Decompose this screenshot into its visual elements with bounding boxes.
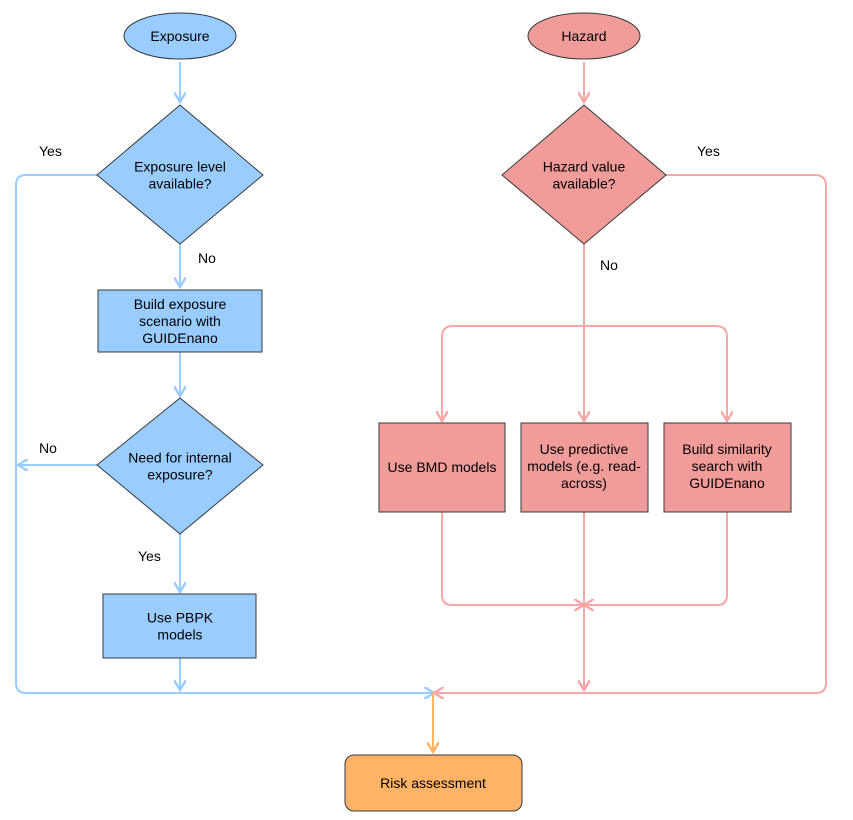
- label-line: available?: [552, 176, 615, 192]
- edge-label-exposure-no: No: [198, 250, 216, 266]
- label-line: Build similarity: [682, 441, 771, 457]
- label-line: Risk assessment: [380, 775, 486, 791]
- label-line: GUIDEnano: [142, 330, 218, 346]
- exposure-ellipse: [123, 12, 237, 60]
- label-line: models (e.g. read-: [527, 458, 641, 474]
- label-line: Exposure level: [134, 159, 226, 175]
- bmd-box: [378, 422, 506, 513]
- label-line: scenario with: [139, 313, 221, 329]
- label-line: Use predictive: [540, 441, 629, 457]
- hazard-label: Hazard: [561, 28, 606, 44]
- edge-level-yes-to-risk: [15, 174, 434, 693]
- label-line: GUIDEnano: [689, 475, 765, 491]
- edge-similarity-to-merge: [584, 512, 728, 605]
- edge-split-to-bmd: [442, 325, 584, 421]
- hazard-ellipse: [527, 12, 641, 60]
- label-line: Use BMD models: [388, 459, 497, 475]
- label-line: models: [157, 627, 202, 643]
- edge-label-hazard-no: No: [600, 257, 618, 273]
- label-line: Hazard: [561, 28, 606, 44]
- label-line: search with: [692, 458, 763, 474]
- edge-bmd-to-merge: [441, 512, 584, 605]
- edge-value-yes-to-risk: [434, 174, 827, 693]
- label-line: across): [561, 475, 607, 491]
- label-line: exposure?: [147, 467, 213, 483]
- label-line: Build exposure: [134, 296, 227, 312]
- exposure-level-diamond: [96, 104, 264, 245]
- label-line: Exposure: [150, 28, 209, 44]
- edge-label-internal-yes: Yes: [138, 548, 161, 564]
- edge-split-to-similarity: [584, 325, 727, 421]
- predictive-box: [520, 422, 649, 513]
- bmd-label: Use BMD models: [388, 459, 497, 475]
- risk-assessment-box: [344, 754, 523, 812]
- pbpk-box: [102, 593, 257, 659]
- hazard-connectors: [434, 62, 827, 693]
- exposure-label: Exposure: [150, 28, 209, 44]
- edge-label-internal-no: No: [39, 440, 57, 456]
- exposure-connectors: [15, 62, 434, 693]
- hazard-node[interactable]: Hazard: [527, 12, 641, 60]
- label-line: available?: [148, 176, 211, 192]
- label-line: Use PBPK: [147, 610, 214, 626]
- bmd-node[interactable]: Use BMD models: [378, 422, 506, 513]
- edge-label-exposure-yes: Yes: [39, 143, 62, 159]
- build-exposure-box: [97, 289, 263, 353]
- label-line: Hazard value: [543, 159, 626, 175]
- risk-assessment-label: Risk assessment: [380, 775, 486, 791]
- label-line: Need for internal: [128, 450, 232, 466]
- exposure-node[interactable]: Exposure: [123, 12, 237, 60]
- risk-assessment-node[interactable]: Risk assessment: [344, 754, 523, 812]
- internal-exposure-diamond: [96, 397, 264, 535]
- hazard-value-diamond: [501, 104, 667, 245]
- similarity-box: [663, 422, 792, 513]
- edge-label-hazard-yes: Yes: [697, 143, 720, 159]
